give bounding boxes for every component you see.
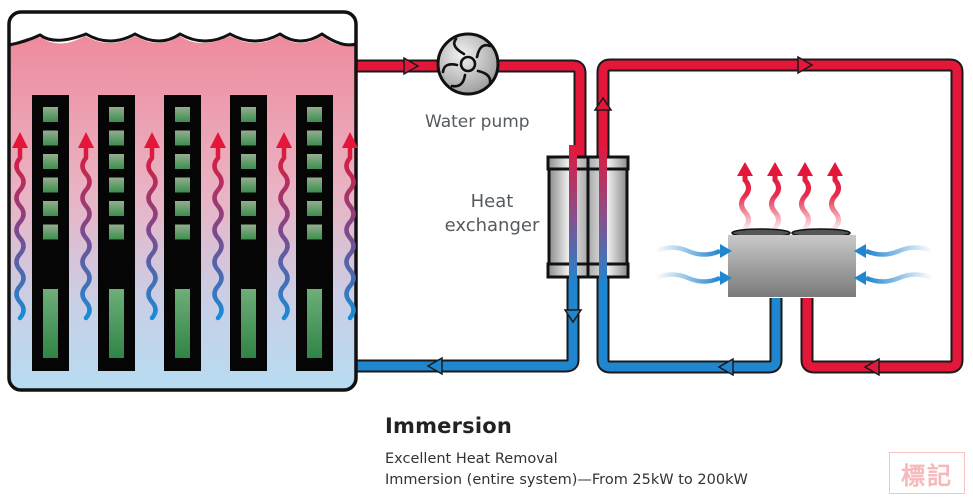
flow-arrow-left-icon (863, 357, 880, 377)
water-pump-label: Water pump (425, 112, 530, 132)
liquid-surface (8, 32, 357, 47)
primary-cold-pipe (356, 278, 583, 376)
secondary-hot-pipe (593, 55, 964, 377)
secondary-cold-pipe (596, 278, 783, 377)
drive-bay (307, 289, 322, 358)
cool-air-intake-arrow-icon (655, 271, 732, 285)
status-led (109, 177, 124, 193)
hot-exhaust-arrow-icon (797, 162, 813, 231)
diagram-title: Immersion (385, 414, 513, 438)
status-led (175, 201, 190, 216)
dry-cooler (655, 162, 933, 297)
status-led (175, 107, 190, 122)
server-rack (32, 95, 69, 371)
drive-bay (109, 289, 124, 358)
flow-arrow-down-icon (563, 309, 583, 324)
status-led (307, 154, 322, 169)
impeller-icon (441, 37, 492, 88)
status-led (241, 107, 256, 122)
water-pump (436, 32, 500, 96)
status-led (43, 154, 58, 169)
heat-rise-arrow-icon (78, 132, 94, 321)
status-led (241, 201, 256, 216)
watermark-stamp: 標記 (889, 452, 965, 494)
heat-exchanger-label-line2: exchanger (444, 215, 540, 236)
status-led (43, 224, 58, 240)
status-led (43, 201, 58, 216)
status-led (109, 224, 124, 240)
subtitle-line-1: Excellent Heat Removal (385, 451, 558, 467)
status-led (241, 130, 256, 146)
cool-air-intake-arrow-icon (854, 244, 933, 258)
cool-air-intake-arrow-icon (655, 244, 732, 258)
immersion-tank (7, 10, 358, 392)
status-led (175, 224, 190, 240)
drive-bay (43, 289, 58, 358)
status-led (307, 201, 322, 216)
status-led (307, 177, 322, 193)
hot-exhaust-arrow-icon (767, 162, 783, 231)
server-rack (296, 95, 333, 371)
heat-exchanger (546, 145, 630, 285)
hot-exhaust-arrow-icon (827, 162, 843, 231)
drive-bay (175, 289, 190, 358)
heat-rise-arrow-icon (276, 132, 292, 321)
status-led (109, 130, 124, 146)
status-led (175, 130, 190, 146)
status-led (109, 154, 124, 169)
status-led (241, 177, 256, 193)
heat-exchanger-label-line1: Heat (470, 191, 514, 212)
status-led (307, 130, 322, 146)
server-rack (230, 95, 267, 371)
flow-arrow-left-icon (717, 357, 734, 377)
flow-arrow-left-icon (426, 356, 443, 376)
status-led (241, 154, 256, 169)
subtitle-line-2: Immersion (entire system)—From 25kW to 2… (385, 472, 748, 488)
status-led (43, 107, 58, 122)
heat-exchanger-label: Heat exchanger (444, 190, 540, 238)
status-led (109, 201, 124, 216)
server-rack (98, 95, 135, 371)
flow-arrow-right-icon (797, 55, 814, 75)
server-rack (164, 95, 201, 371)
status-led (175, 177, 190, 193)
status-led (241, 224, 256, 240)
heat-rise-arrow-icon (342, 132, 358, 321)
status-led (43, 130, 58, 146)
flow-arrow-up-icon (593, 96, 613, 111)
status-led (43, 177, 58, 193)
heat-rise-arrow-icon (12, 132, 28, 321)
heat-rise-arrow-icon (144, 132, 160, 321)
drive-bay (241, 289, 256, 358)
primary-hot-pipe (356, 56, 587, 160)
flow-arrow-right-icon (403, 56, 420, 76)
hot-exhaust-arrow-icon (737, 162, 753, 231)
status-led (307, 224, 322, 240)
cool-air-intake-arrow-icon (854, 271, 933, 285)
heat-rise-arrow-icon (210, 132, 226, 321)
status-led (175, 154, 190, 169)
status-led (109, 107, 124, 122)
status-led (307, 107, 322, 122)
